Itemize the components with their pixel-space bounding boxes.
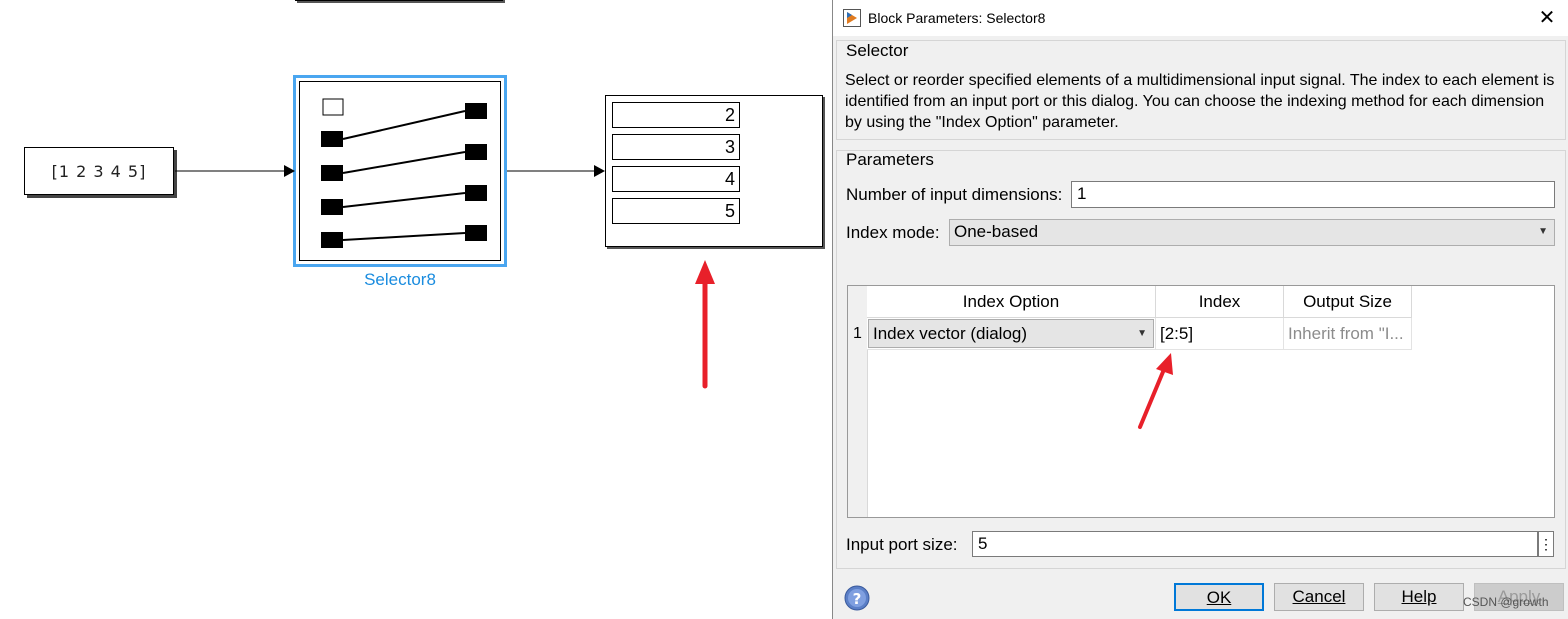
column-header-output-size: Output Size — [1284, 286, 1412, 318]
parameters-group — [836, 150, 1566, 569]
column-header-index-option: Index Option — [867, 286, 1156, 318]
selector-block-body — [299, 81, 501, 261]
signal-arrowhead — [284, 165, 295, 177]
constant-value: [1 2 3 4 5] — [51, 161, 147, 181]
block-description: Select or reorder specified elements of … — [845, 72, 1555, 131]
signal-arrowhead — [594, 165, 605, 177]
num-dims-input[interactable]: 1 — [1071, 181, 1555, 208]
input-port-size-input[interactable]: 5 — [972, 531, 1538, 557]
dialog-title: Block Parameters: Selector8 — [868, 10, 1046, 26]
apply-button[interactable]: Apply — [1474, 583, 1564, 611]
index-mode-select[interactable]: One-based ▼ — [949, 219, 1555, 246]
row-header-column — [848, 286, 868, 517]
display-value: 3 — [612, 134, 740, 160]
selector-icon — [321, 98, 487, 248]
block-type-title: Selector — [846, 41, 909, 60]
svg-text:?: ? — [853, 590, 862, 608]
watermark: CSDN @growth — [1463, 595, 1549, 609]
selector-block[interactable] — [293, 75, 507, 267]
description-group — [836, 40, 1566, 140]
constant-block[interactable]: [1 2 3 4 5] — [24, 147, 174, 195]
signal-lines — [175, 165, 715, 389]
index-option-select[interactable]: Index vector (dialog) ▼ — [868, 319, 1154, 348]
top-block-partial[interactable] — [295, 0, 503, 1]
index-mode-label: Index mode: — [846, 223, 940, 242]
index-mode-value: One-based — [954, 222, 1039, 241]
simulink-canvas[interactable]: [1 2 3 4 5] Selector8 2 3 — [0, 0, 832, 619]
index-option-value: Index vector (dialog) — [873, 324, 1028, 343]
index-table[interactable]: Index Option Index Output Size 1 Index v… — [847, 285, 1555, 518]
table-cell-index[interactable]: [2:5] — [1156, 318, 1284, 350]
table-cell-output-size[interactable]: Inherit from "I... — [1284, 318, 1412, 350]
chevron-down-icon: ▼ — [1137, 328, 1147, 339]
column-header-index: Index — [1156, 286, 1284, 318]
chevron-down-icon: ▼ — [1538, 226, 1548, 237]
more-options-icon[interactable]: ⋮ — [1538, 531, 1554, 557]
display-value: 5 — [612, 198, 740, 224]
annotation-arrowhead — [695, 260, 715, 284]
display-value: 4 — [612, 166, 740, 192]
display-value: 2 — [612, 102, 740, 128]
selector-block-label[interactable]: Selector8 — [364, 270, 436, 289]
dialog-titlebar[interactable]: Block Parameters: Selector8 ✕ — [833, 0, 1568, 36]
simulink-block-icon — [843, 9, 861, 27]
input-port-size-label: Input port size: — [846, 535, 958, 554]
cancel-button[interactable]: Cancel — [1274, 583, 1364, 611]
help-icon[interactable]: ? — [843, 584, 871, 612]
parameters-title: Parameters — [846, 150, 934, 169]
num-dims-label: Number of input dimensions: — [846, 185, 1063, 204]
block-parameters-dialog: Block Parameters: Selector8 ✕ Selector S… — [832, 0, 1568, 619]
table-cell-index-option[interactable]: Index vector (dialog) ▼ — [867, 318, 1156, 350]
annotation-arrow-index — [1138, 353, 1173, 429]
display-block[interactable]: 2 3 4 5 — [605, 95, 823, 247]
help-button[interactable]: Help — [1374, 583, 1464, 611]
table-row-number: 1 — [853, 325, 862, 342]
close-icon[interactable]: ✕ — [1538, 7, 1556, 29]
ok-button[interactable]: OK — [1174, 583, 1264, 611]
